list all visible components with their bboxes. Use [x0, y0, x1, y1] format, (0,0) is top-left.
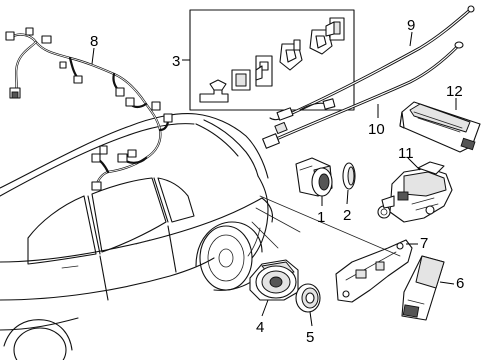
vehicle-outline: [0, 113, 274, 360]
callout-9: 9: [407, 17, 415, 34]
actuator-unit: [377, 161, 453, 223]
callout-10: 10: [368, 121, 385, 138]
callout-3: 3: [172, 53, 180, 70]
callout-5: 5: [306, 329, 314, 346]
antenna-cables: [262, 5, 475, 149]
antenna-module: [399, 101, 481, 153]
control-module: [401, 255, 445, 321]
callout-1: 1: [317, 209, 325, 226]
callout-2: 2: [343, 207, 351, 224]
parking-sensor: [295, 157, 333, 197]
sensor-ring: [342, 162, 356, 190]
callout-leaders: [91, 31, 457, 327]
callout-6: 6: [456, 275, 464, 292]
callout-11: 11: [398, 145, 414, 162]
wiring-harness: [5, 27, 173, 191]
leader-lines: [251, 195, 401, 257]
callout-8: 8: [90, 33, 98, 50]
parking-sensor-front: [249, 259, 299, 301]
callout-labels: 8 3 9 10 12 11 1 2 7 6 4 5: [90, 17, 464, 346]
callout-4: 4: [256, 319, 264, 336]
callout-7: 7: [420, 235, 428, 252]
sensor-retainer: [295, 283, 321, 313]
module-bracket: [335, 239, 413, 303]
callout-12: 12: [446, 83, 463, 100]
